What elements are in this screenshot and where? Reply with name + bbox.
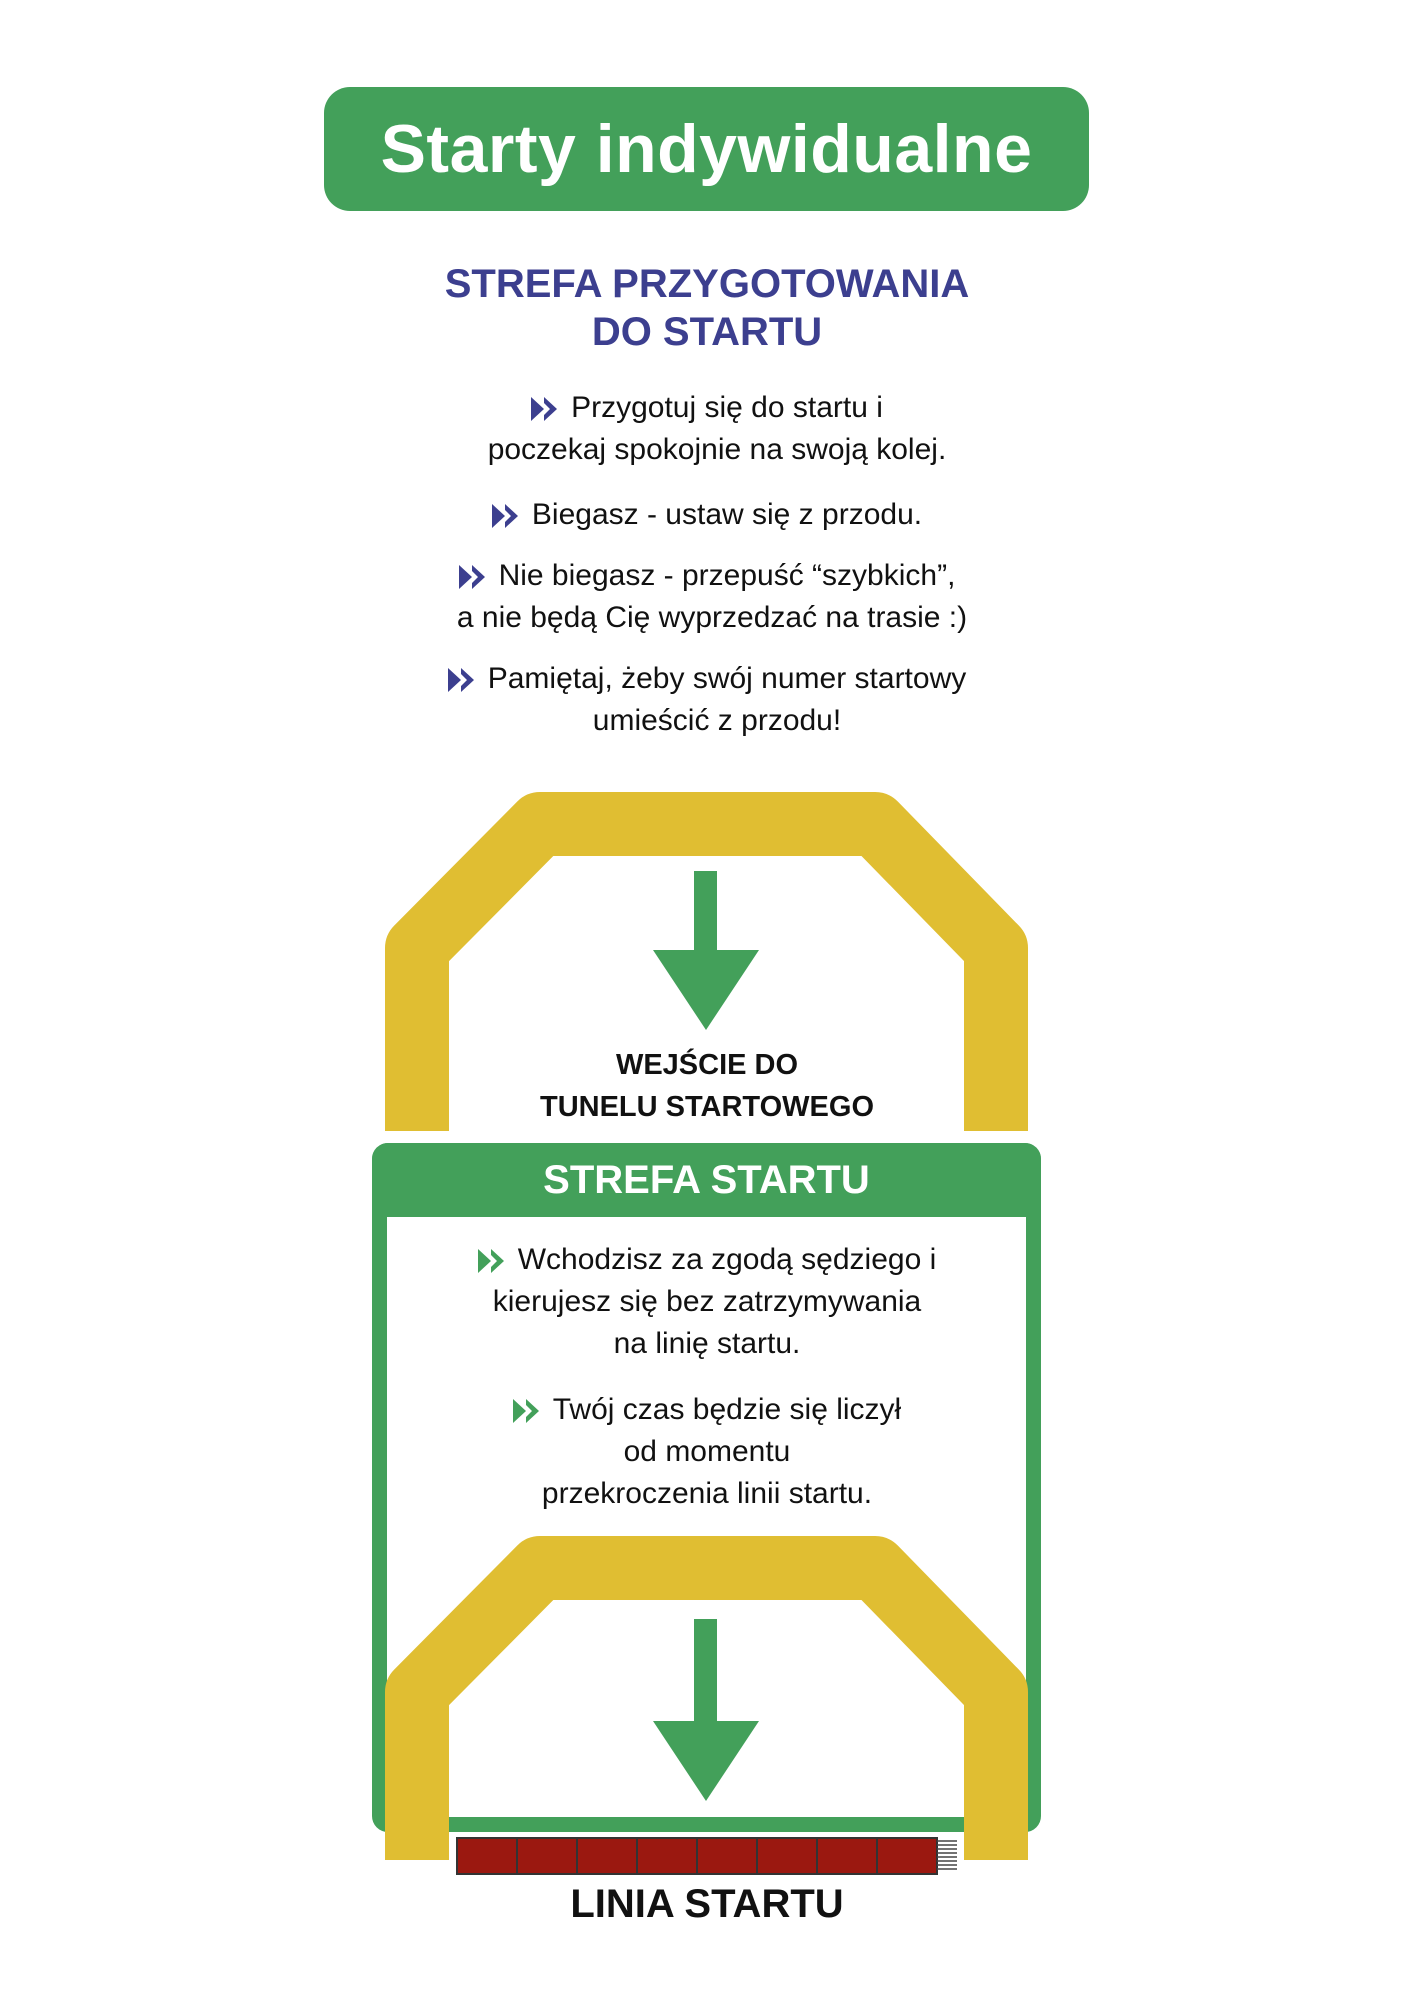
double-chevron-icon [447,668,474,693]
double-chevron-icon [512,1399,539,1424]
bullet-text: a nie będą Cię wyprzedzać na trasie :) [456,601,968,634]
bullet-text: kierujesz się bez zatrzymywania [492,1285,922,1318]
prep-bullet-4: Pamiętaj, żeby swój numer startowy umieś… [0,658,1414,742]
prep-zone-heading: STREFA PRZYGOTOWANIA DO STARTU [0,260,1414,356]
start-line-mat [456,1837,957,1875]
down-arrow-icon [653,950,759,1030]
bullet-text: poczekaj spokojnie na swoją kolej. [487,433,947,466]
tunnel-entry-label: WEJŚCIE DO TUNELU STARTOWEGO [0,1044,1414,1128]
bullet-text: Pamiętaj, żeby swój numer startowy [487,662,967,695]
page-title: Starty indywidualne [380,111,1033,187]
label-line: WEJŚCIE DO [615,1049,799,1081]
down-arrow-icon [653,1721,759,1801]
prep-bullet-3: Nie biegasz - przepuść “szybkich”, a nie… [0,555,1414,639]
bullet-text: od momentu [623,1435,791,1468]
double-chevron-icon [477,1249,504,1274]
title-banner: Starty indywidualne [324,87,1089,211]
bullet-text: Nie biegasz - przepuść “szybkich”, [498,559,956,592]
down-arrow-shaft [694,871,717,951]
double-chevron-icon [531,397,558,422]
bullet-text: Wchodzisz za zgodą sędziego i [517,1243,937,1276]
double-chevron-icon [458,565,485,590]
start-bullet-2: Twój czas będzie się liczył od momentu p… [0,1389,1414,1515]
bullet-text: umieścić z przodu! [592,704,842,737]
heading-line: DO STARTU [591,310,823,354]
down-arrow-shaft [694,1619,717,1722]
tunnel-arch-lower [385,1536,1028,1874]
start-line-label: LINIA STARTU [570,1882,844,1926]
label-line: TUNELU STARTOWEGO [539,1091,875,1123]
bullet-text: Biegasz - ustaw się z przodu. [531,498,923,531]
bullet-text: Twój czas będzie się liczył [552,1393,902,1426]
double-chevron-icon [491,504,518,529]
start-zone-heading: STREFA STARTU [372,1143,1041,1217]
start-bullet-1: Wchodzisz za zgodą sędziego i kierujesz … [0,1239,1414,1365]
bullet-text: Przygotuj się do startu i [571,391,883,424]
tunnel-arch-upper [385,792,1028,1131]
bullet-text: na linię startu. [613,1327,801,1360]
prep-bullet-2: Biegasz - ustaw się z przodu. [0,494,1414,536]
heading-line: STREFA PRZYGOTOWANIA [444,262,970,306]
bullet-text: przekroczenia linii startu. [541,1477,873,1510]
prep-bullet-1: Przygotuj się do startu i poczekaj spoko… [0,387,1414,471]
